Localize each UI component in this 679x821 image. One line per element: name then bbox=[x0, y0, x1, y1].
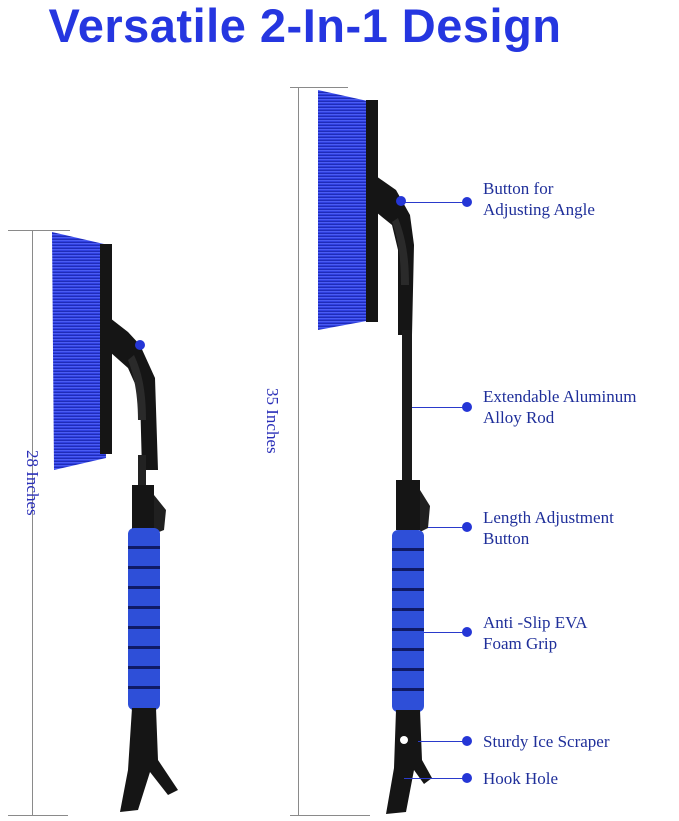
short-ice-scraper bbox=[120, 708, 178, 812]
callout-dot-rod bbox=[462, 402, 472, 412]
long-neck bbox=[376, 176, 414, 335]
callout-line-hook bbox=[404, 778, 466, 779]
short-rod bbox=[138, 455, 146, 495]
callout-dot-length-button bbox=[462, 522, 472, 532]
short-length-button bbox=[154, 495, 166, 534]
long-brush-plate bbox=[366, 100, 378, 322]
short-foam-grip bbox=[128, 528, 160, 710]
callout-hook-hole: Hook Hole bbox=[483, 769, 559, 788]
page-title: Versatile 2-In-1 Design bbox=[48, 0, 562, 52]
callout-line-grip bbox=[424, 632, 466, 633]
long-dimension-bottom-cap bbox=[290, 815, 370, 816]
long-snow-brush bbox=[318, 90, 432, 814]
long-hook-hole bbox=[400, 736, 408, 744]
callout-line-scraper bbox=[418, 741, 466, 742]
callout-dot-grip bbox=[462, 627, 472, 637]
callout-dot-angle bbox=[462, 197, 472, 207]
short-angle-button bbox=[135, 340, 145, 350]
long-angle-button bbox=[396, 196, 406, 206]
callout-length-button: Length Adjustment Button bbox=[483, 508, 614, 548]
callout-dot-scraper bbox=[462, 736, 472, 746]
short-dimension-top-cap bbox=[8, 230, 70, 231]
long-bristles bbox=[318, 90, 372, 330]
callout-foam-grip: Anti -Slip EVA Foam Grip bbox=[483, 613, 588, 653]
callout-aluminum-rod: Extendable Aluminum Alloy Rod bbox=[483, 387, 637, 427]
callout-angle-button: Button for Adjusting Angle bbox=[483, 179, 595, 219]
callout-line-length-button bbox=[428, 527, 466, 528]
callout-line-rod bbox=[412, 407, 466, 408]
short-neck bbox=[110, 318, 158, 470]
long-length-button bbox=[420, 490, 430, 532]
long-aluminum-rod bbox=[402, 330, 412, 485]
long-dimension-line bbox=[298, 87, 299, 815]
long-ice-scraper bbox=[386, 710, 432, 814]
short-dimension-line bbox=[32, 230, 33, 815]
callout-ice-scraper: Sturdy Ice Scraper bbox=[483, 732, 610, 751]
short-brush-plate bbox=[100, 244, 112, 454]
callout-dot-hook bbox=[462, 773, 472, 783]
long-foam-grip bbox=[392, 530, 424, 712]
short-dimension-bottom-cap bbox=[8, 815, 68, 816]
long-dimension-top-cap bbox=[290, 87, 348, 88]
short-bristles bbox=[52, 232, 106, 470]
short-snow-brush bbox=[52, 232, 178, 812]
callout-line-angle bbox=[404, 202, 466, 203]
